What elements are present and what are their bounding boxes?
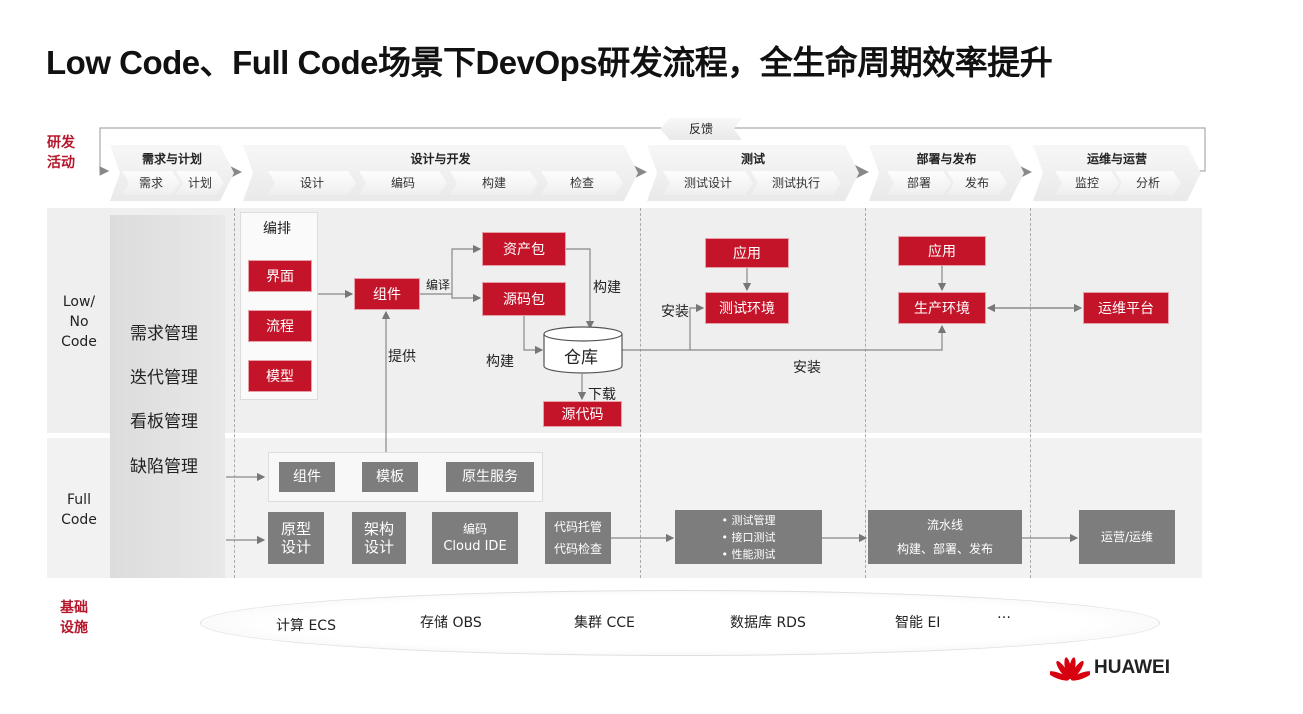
rd-activities-label: 研发活动 <box>47 135 75 171</box>
stage-design-dev: 设计与开发 设计 编码 构建 检查 <box>243 145 638 201</box>
test-env-box: 测试环境 <box>705 292 789 324</box>
compile-label: 编译 <box>426 278 451 292</box>
repository-label: 仓库 <box>564 348 598 368</box>
infra-ei: 智能 EI <box>895 615 941 631</box>
stage-requirements: 需求与计划 需求 计划 <box>110 145 234 201</box>
pipeline-box: 流水线构建、部署、发布 <box>868 510 1022 564</box>
source-package-box: 源码包 <box>482 282 566 316</box>
sub-step: 测试设计 <box>663 171 753 195</box>
template-box: 模板 <box>362 462 418 492</box>
asset-package-box: 资产包 <box>482 232 566 266</box>
testing-box: • 测试管理 • 接口测试 • 性能测试 <box>675 510 822 564</box>
mgmt-requirements: 需求管理 <box>130 324 198 344</box>
ui-box: 界面 <box>248 260 312 292</box>
cloud-ide-label: Cloud IDE <box>443 539 507 554</box>
flow-box: 流程 <box>248 310 312 342</box>
check-label: 代码检查 <box>553 542 602 556</box>
sub-step: 监控 <box>1055 171 1119 195</box>
infra-obs: 存储 OBS <box>420 615 482 631</box>
stage-title: 部署与发布 <box>916 152 977 166</box>
stage-ops: 运维与运营 监控 分析 <box>1033 145 1201 201</box>
build-label: 构建 <box>593 280 621 296</box>
brand-name: HUAWEI <box>1094 657 1170 678</box>
prototype-design-box: 原型 设计 <box>268 512 324 564</box>
orchestration-label: 编排 <box>263 221 291 237</box>
ops-platform-box: 运维平台 <box>1083 292 1169 324</box>
sub-step: 检查 <box>541 171 623 195</box>
test-item: 接口测试 <box>731 530 776 544</box>
infra-rds: 数据库 RDS <box>730 615 806 631</box>
ops-box: 运营/运维 <box>1079 510 1175 564</box>
divider <box>1030 208 1031 578</box>
feedback-label: 反馈 <box>688 122 713 136</box>
build-label: 构建 <box>486 354 514 370</box>
sub-step: 分析 <box>1115 171 1181 195</box>
infra-cce: 集群 CCE <box>574 615 635 631</box>
hosting-label: 代码托管 <box>553 520 602 534</box>
divider <box>234 208 235 578</box>
sub-step: 构建 <box>450 171 538 195</box>
native-service-box: 原生服务 <box>446 462 534 492</box>
app-box: 应用 <box>705 238 789 268</box>
sub-step: 需求 <box>122 171 180 195</box>
full-code-row-label: Full Code <box>61 492 97 528</box>
infra-label: 基础设施 <box>60 600 88 636</box>
mgmt-defects: 缺陷管理 <box>130 457 198 477</box>
sub-step: 编码 <box>359 171 447 195</box>
cloud-ide-box: 编码 Cloud IDE <box>432 512 518 564</box>
management-column <box>110 215 225 578</box>
download-label: 下载 <box>588 387 616 403</box>
model-box: 模型 <box>248 360 312 392</box>
stage-testing: 测试 测试设计 测试执行 <box>647 145 859 201</box>
source-code-box: 源代码 <box>543 401 622 427</box>
provide-label: 提供 <box>388 349 416 365</box>
stage-title: 测试 <box>740 152 765 166</box>
prod-env-box: 生产环境 <box>898 292 986 324</box>
divider <box>640 208 641 578</box>
page-title: Low Code、Full Code场景下DevOps研发流程，全生命周期效率提… <box>46 44 1053 81</box>
install-label: 安装 <box>661 304 689 320</box>
mgmt-kanban: 看板管理 <box>130 412 198 432</box>
stage-title: 需求与计划 <box>141 152 202 166</box>
infra-more: … <box>997 606 1011 622</box>
architecture-design-box: 架构 设计 <box>352 512 406 564</box>
pipeline-label: 流水线 <box>926 518 963 532</box>
sub-step: 测试执行 <box>751 171 841 195</box>
low-code-row-label: Low/ No Code <box>61 294 97 350</box>
install-label: 安装 <box>793 360 821 376</box>
stage-deploy-release: 部署与发布 部署 发布 <box>869 145 1024 201</box>
divider <box>865 208 866 578</box>
pipeline-sub-label: 构建、部署、发布 <box>896 542 993 556</box>
coding-label: 编码 <box>462 522 487 536</box>
feedback-tag: 反馈 <box>660 118 742 140</box>
app-box: 应用 <box>898 236 986 266</box>
stage-title: 设计与开发 <box>410 152 471 166</box>
code-hosting-box: 代码托管代码检查 <box>545 512 611 564</box>
infra-cloud <box>200 590 1160 656</box>
low-code-panel <box>47 208 1202 433</box>
sub-step: 设计 <box>268 171 356 195</box>
mgmt-iterations: 迭代管理 <box>130 368 198 388</box>
sub-step: 发布 <box>947 171 1007 195</box>
sub-step: 计划 <box>176 171 224 195</box>
stage-title: 运维与运营 <box>1086 152 1147 166</box>
component-box: 组件 <box>279 462 335 492</box>
huawei-logo-icon <box>1050 657 1090 681</box>
infra-ecs: 计算 ECS <box>276 618 336 634</box>
component-box: 组件 <box>354 278 420 310</box>
sub-step: 部署 <box>887 171 951 195</box>
test-item: 性能测试 <box>731 547 776 561</box>
test-item: 测试管理 <box>731 513 776 527</box>
repository-cylinder <box>543 326 623 374</box>
